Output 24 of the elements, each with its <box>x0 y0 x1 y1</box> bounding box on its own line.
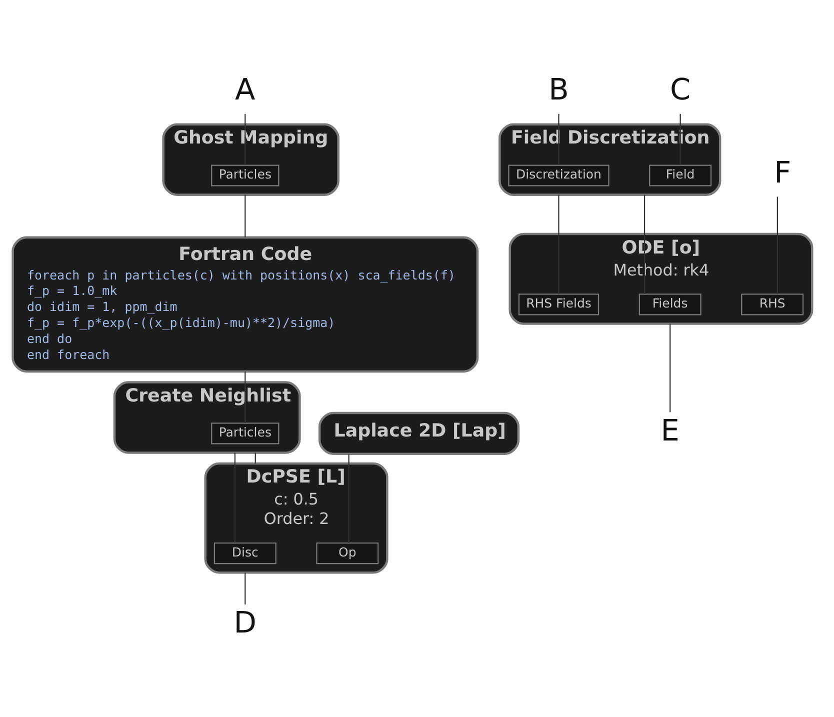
node-text: A <box>235 72 256 106</box>
node-box: Discretization <box>508 164 610 186</box>
node-box: Fortran Code foreach p in particles(c) with positions(x) sca_fields(f) f_p = 1.0_mk do idim = 1, ppm_dim f_p = f_p*exp(-((x_p(idim)-mu)**2)/sigma) end do end foreach <box>12 236 479 372</box>
node-box: Laplace 2D [Lap] <box>318 411 520 454</box>
node-text: B <box>548 72 569 106</box>
connector <box>558 194 560 294</box>
connector <box>244 194 246 237</box>
connector <box>776 196 778 294</box>
node-text: E <box>660 413 680 448</box>
node-box: Op <box>316 542 379 564</box>
node-text: C <box>670 72 691 106</box>
connector <box>244 572 246 604</box>
node-box: Field <box>649 164 712 186</box>
node-text: F <box>774 155 792 190</box>
node-box: RHS Fields <box>518 293 600 315</box>
connector <box>254 452 256 464</box>
node-text: D <box>234 605 257 640</box>
connector <box>670 323 671 412</box>
connector <box>644 194 646 294</box>
node-box: RHS <box>741 293 804 315</box>
node-box: Particles <box>211 164 280 186</box>
node-box: Disc <box>214 542 276 564</box>
node-box: Particles <box>211 422 280 444</box>
node-box: Fields <box>638 293 702 315</box>
